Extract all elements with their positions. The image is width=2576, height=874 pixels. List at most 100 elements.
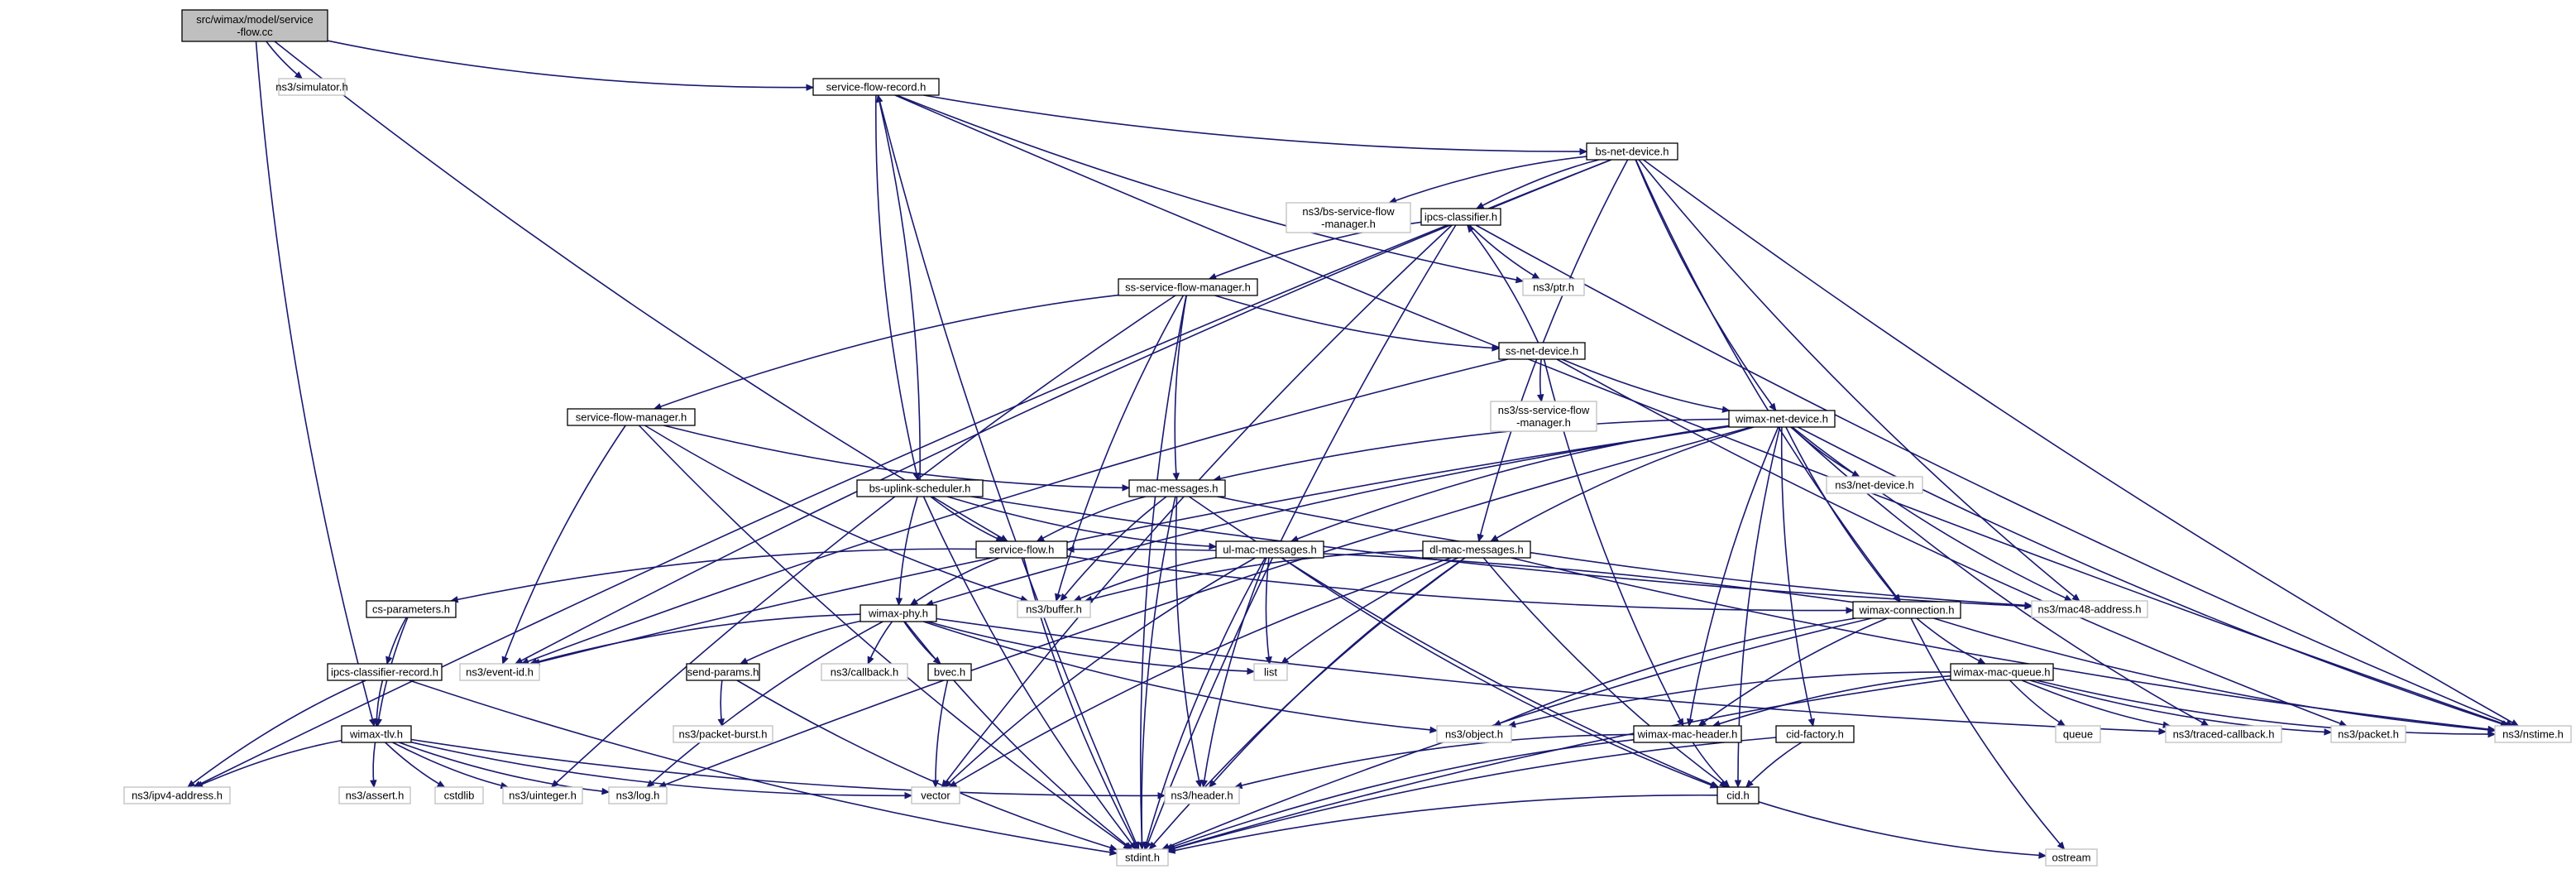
node-netdev[interactable]: ns3/net-device.h xyxy=(1826,476,1923,494)
node-eventid[interactable]: ns3/event-id.h xyxy=(459,663,540,681)
node-wmq-box xyxy=(1950,663,2054,681)
edge-bsnd-to-eventid xyxy=(515,159,1612,665)
node-queue[interactable]: queue xyxy=(2055,725,2101,743)
node-uinteger[interactable]: ns3/uinteger.h xyxy=(502,786,583,804)
node-buffer[interactable]: ns3/buffer.h xyxy=(1017,600,1091,618)
node-wnd-label-line-1: wimax-net-device.h xyxy=(1735,413,1828,425)
node-wmh[interactable]: wimax-mac-header.h xyxy=(1633,725,1742,743)
node-ipv4[interactable]: ns3/ipv4-address.h xyxy=(123,786,231,804)
node-packet[interactable]: ns3/packet.h xyxy=(2330,725,2406,743)
edge-sf-to-stdint xyxy=(1022,557,1139,849)
edge-wconn-to-nstime xyxy=(1933,617,2496,731)
node-object[interactable]: ns3/object.h xyxy=(1436,725,1512,743)
node-buffer-label-line-1: ns3/buffer.h xyxy=(1026,603,1082,616)
node-ipcsrec-box xyxy=(327,663,443,681)
node-pktburst[interactable]: ns3/packet-burst.h xyxy=(673,725,773,743)
edge-wnd-to-wphy xyxy=(926,425,1730,605)
node-ipcsrec[interactable]: ipcs-classifier-record.h xyxy=(327,663,443,681)
node-queue-box xyxy=(2055,725,2101,743)
node-cid[interactable]: cid.h xyxy=(1717,786,1760,804)
node-bssfm-label-line-2: -manager.h xyxy=(1321,218,1376,230)
node-ipcs[interactable]: ipcs-classifier.h xyxy=(1420,208,1501,226)
node-bssfm[interactable]: ns3/bs-service-flow-manager.h xyxy=(1286,202,1411,233)
node-simulator-box xyxy=(278,78,346,96)
node-sfr[interactable]: service-flow-record.h xyxy=(812,78,940,96)
node-sf-box xyxy=(975,540,1068,559)
node-dlmac[interactable]: dl-mac-messages.h xyxy=(1422,540,1531,559)
node-bsus-box xyxy=(856,479,984,497)
node-csparam[interactable]: cs-parameters.h xyxy=(366,600,457,618)
node-sfm[interactable]: service-flow-manager.h xyxy=(567,408,696,426)
edge-wtlv-to-vector xyxy=(410,741,912,796)
node-root-box xyxy=(181,9,328,42)
node-ptr-label-line-1: ns3/ptr.h xyxy=(1533,281,1574,294)
node-eventid-box xyxy=(459,663,540,681)
node-log[interactable]: ns3/log.h xyxy=(608,786,668,804)
node-sf-label-line-1: service-flow.h xyxy=(989,544,1055,556)
edge-bvec-to-vector xyxy=(936,680,949,787)
edge-dlmac-to-list xyxy=(1281,557,1458,664)
node-simulator[interactable]: ns3/simulator.h xyxy=(275,78,348,96)
node-ptr[interactable]: ns3/ptr.h xyxy=(1522,278,1585,296)
node-wtlv[interactable]: wimax-tlv.h xyxy=(341,725,412,743)
edge-sfm-to-macmsg xyxy=(663,425,1129,487)
node-ipv4-box xyxy=(123,786,231,804)
node-cstdlib[interactable]: cstdlib xyxy=(434,786,484,804)
edge-macmsg-to-header xyxy=(1175,496,1200,787)
edge-sssfm-to-buffer xyxy=(1056,295,1185,601)
node-ostream-label-line-1: ostream xyxy=(2052,852,2091,864)
node-root-label-line-1: src/wimax/model/service xyxy=(196,13,314,26)
edge-ssnd-to-nsssfm xyxy=(1540,358,1542,401)
node-wmq[interactable]: wimax-mac-queue.h xyxy=(1950,663,2054,681)
node-ssnd-label-line-1: ss-net-device.h xyxy=(1506,345,1578,358)
node-ssnd[interactable]: ss-net-device.h xyxy=(1498,342,1586,360)
edge-wtlv-to-cstdlib xyxy=(385,742,445,788)
edge-sf-to-wphy xyxy=(911,557,1000,605)
edge-wmq-to-wmh xyxy=(1713,675,1951,726)
node-ostream[interactable]: ostream xyxy=(2045,848,2098,867)
node-cidf[interactable]: cid-factory.h xyxy=(1775,725,1855,743)
node-packet-box xyxy=(2330,725,2406,743)
edge-wconn-to-stdint xyxy=(1162,617,1872,850)
node-ulmac-label-line-1: ul-mac-messages.h xyxy=(1223,544,1316,556)
node-wconn[interactable]: wimax-connection.h xyxy=(1852,601,1961,619)
node-dlmac-label-line-1: dl-mac-messages.h xyxy=(1429,544,1523,556)
edge-ipcs-to-stdint xyxy=(1146,224,1457,849)
node-bsnd[interactable]: bs-net-device.h xyxy=(1586,142,1678,161)
edge-macmsg-to-buffer xyxy=(1061,496,1167,601)
edge-wconn-to-wmh xyxy=(1699,617,1888,726)
node-callback[interactable]: ns3/callback.h xyxy=(821,663,908,681)
node-bsus[interactable]: bs-uplink-scheduler.h xyxy=(856,479,984,497)
node-stdint[interactable]: stdint.h xyxy=(1116,848,1169,867)
edge-sfr-to-stdint xyxy=(877,94,1140,849)
node-macmsg[interactable]: mac-messages.h xyxy=(1128,479,1226,497)
node-assert[interactable]: ns3/assert.h xyxy=(338,786,411,804)
node-header[interactable]: ns3/header.h xyxy=(1164,786,1240,804)
edge-ulmac-to-buffer xyxy=(1074,557,1217,602)
node-wnd[interactable]: wimax-net-device.h xyxy=(1728,410,1836,428)
node-sendp[interactable]: send-params.h xyxy=(686,663,760,681)
node-list-label-line-1: list xyxy=(1264,666,1277,679)
node-wphy[interactable]: wimax-phy.h xyxy=(859,604,937,622)
node-nsssfm[interactable]: ns3/ss-service-flow-manager.h xyxy=(1490,401,1597,432)
node-log-label-line-1: ns3/log.h xyxy=(616,790,660,802)
edge-wmh-to-cid xyxy=(1692,742,1729,787)
node-ulmac[interactable]: ul-mac-messages.h xyxy=(1215,540,1324,559)
edge-wnd-to-cid xyxy=(1738,426,1781,787)
node-list-box xyxy=(1253,663,1288,681)
node-vector-box xyxy=(911,786,960,804)
node-sssfm[interactable]: ss-service-flow-manager.h xyxy=(1118,278,1258,296)
node-list[interactable]: list xyxy=(1253,663,1288,681)
node-mac48[interactable]: ns3/mac48-address.h xyxy=(2031,600,2148,618)
node-sf[interactable]: service-flow.h xyxy=(975,540,1068,559)
edge-ipcsrec-to-wtlv xyxy=(376,680,384,726)
node-bvec[interactable]: bvec.h xyxy=(927,663,972,681)
node-header-box xyxy=(1164,786,1240,804)
node-uinteger-label-line-1: ns3/uinteger.h xyxy=(509,790,577,802)
node-vector[interactable]: vector xyxy=(911,786,960,804)
node-root[interactable]: src/wimax/model/service-flow.cc xyxy=(181,9,328,42)
edge-cid-to-stdint xyxy=(1168,794,1718,852)
node-nstime[interactable]: ns3/nstime.h xyxy=(2494,725,2572,743)
node-traced[interactable]: ns3/traced-callback.h xyxy=(2165,725,2282,743)
